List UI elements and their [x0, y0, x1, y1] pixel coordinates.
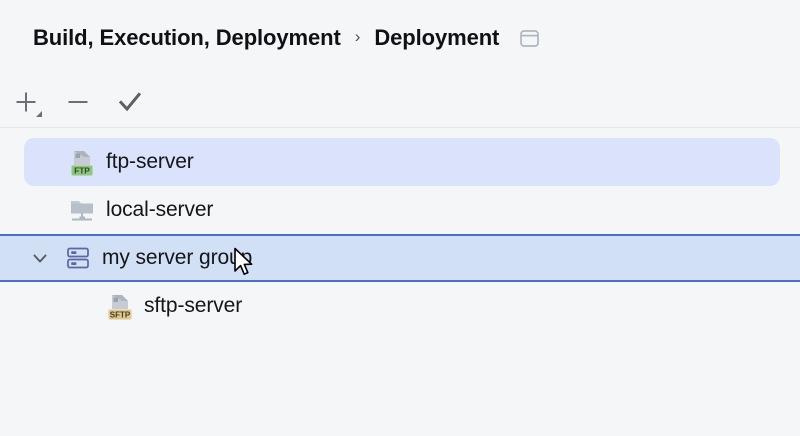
deployment-toolbar: [0, 76, 800, 128]
add-button[interactable]: [8, 84, 44, 120]
check-icon: [118, 92, 142, 112]
server-group-icon: [62, 242, 94, 274]
minus-icon: [68, 101, 88, 103]
svg-text:SFTP: SFTP: [110, 310, 131, 319]
svg-text:FTP: FTP: [74, 165, 90, 175]
tree-item-label: ftp-server: [106, 150, 194, 173]
local-server-icon: [66, 194, 98, 226]
breadcrumb-separator-icon: ›: [354, 27, 361, 46]
set-default-button[interactable]: [112, 84, 148, 120]
tree-item-sftp-server[interactable]: SFTP sftp-server: [0, 282, 800, 330]
remove-button[interactable]: [60, 84, 96, 120]
ftp-server-icon: FTP: [66, 146, 98, 178]
tree-item-my-server-group[interactable]: my server group: [0, 234, 800, 282]
breadcrumb-header: Build, Execution, Deployment › Deploymen…: [0, 0, 800, 76]
tree-item-label: my server group: [102, 246, 253, 269]
breadcrumb-item-current: Deployment: [374, 25, 500, 50]
chevron-down-icon[interactable]: [26, 248, 54, 268]
tree-item-label: local-server: [106, 198, 214, 221]
breadcrumb-item-parent[interactable]: Build, Execution, Deployment: [33, 25, 341, 50]
tree-item-label: sftp-server: [144, 294, 243, 317]
sftp-server-icon: SFTP: [104, 290, 136, 322]
tree-item-local-server[interactable]: local-server: [0, 186, 800, 234]
add-dropdown-triangle-icon[interactable]: [36, 111, 42, 117]
deployment-server-tree: FTP ftp-server local-server: [0, 128, 800, 330]
plus-icon: [16, 92, 36, 112]
window-panel-icon[interactable]: [519, 28, 539, 48]
tree-item-ftp-server[interactable]: FTP ftp-server: [24, 138, 780, 186]
